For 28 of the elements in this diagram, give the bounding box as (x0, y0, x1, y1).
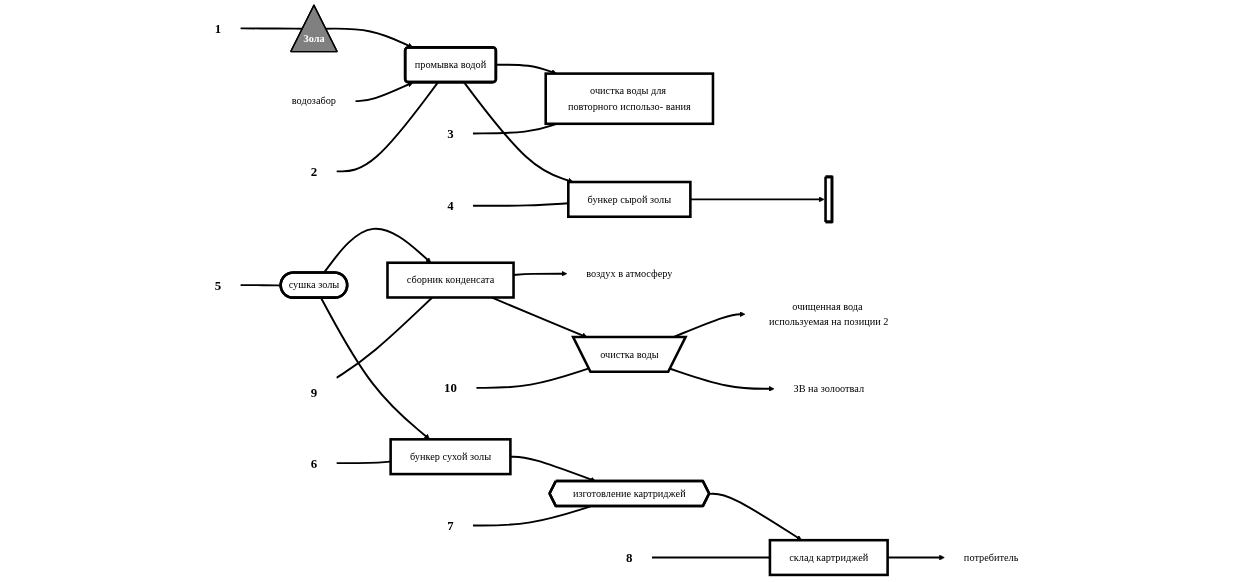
node-text: 4 (447, 198, 454, 213)
node-text: 6 (310, 456, 318, 471)
node-text: потребитель (963, 551, 1019, 563)
arrow (320, 297, 430, 440)
node-text: очищенная вода используемая на позиции 2 (769, 300, 889, 328)
node-text: воздух в атмосферу (586, 267, 673, 279)
arrow (354, 81, 414, 103)
arrow (669, 367, 775, 392)
arrow (708, 492, 802, 541)
connector (335, 81, 439, 173)
arrow (324, 27, 414, 49)
node-text: 7 (447, 518, 454, 533)
node-text: 2 (310, 164, 318, 179)
node-text: 8 (626, 550, 633, 565)
connector (475, 367, 590, 389)
node-text: водозабор (291, 95, 337, 107)
node-box: очистка воды для повторного использо- вания (544, 72, 715, 126)
node-text: 9 (310, 385, 318, 400)
node-box: бункер сухой золы (389, 438, 512, 476)
node-box: склад картриджей (768, 538, 889, 577)
connector (239, 27, 304, 30)
node-text: 3 (447, 126, 454, 141)
node-text: 5 (214, 278, 222, 293)
node-box: бункер сырой золы (567, 180, 692, 219)
node-box: сборник конденсата (386, 261, 515, 299)
node-text: 1 (214, 21, 222, 36)
node-text: ЗВ на золоотвал (793, 383, 865, 394)
node-text: 10 (444, 380, 457, 395)
